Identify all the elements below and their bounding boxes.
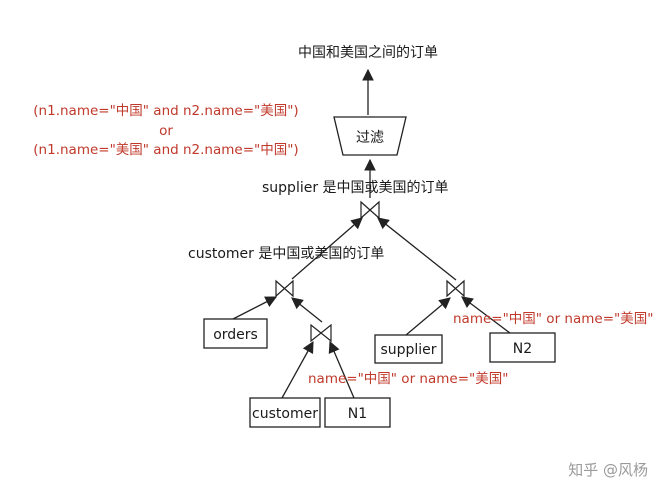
- customer-node: customer: [249, 397, 321, 428]
- supplier-node: supplier: [374, 334, 443, 364]
- supplier-node-label: supplier: [380, 342, 436, 358]
- watermark-text: 知乎 @风杨: [568, 461, 648, 479]
- filter-condition-line1: (n1.name="中国" and n2.name="美国"): [33, 103, 298, 119]
- filter-operator: 过滤: [333, 116, 407, 156]
- filter-operator-label: 过滤: [356, 130, 384, 146]
- join-icon-lower: [310, 323, 332, 343]
- customer-node-label: customer: [252, 406, 318, 422]
- edge-supplier-join-to-top: [377, 217, 457, 281]
- supplier-join-label: supplier 是中国或美国的订单: [262, 180, 449, 196]
- edge-n2-to-right-join: [461, 296, 511, 334]
- n1-condition: name="中国" or name="美国": [308, 371, 508, 387]
- join-icon-left: [275, 279, 294, 298]
- join-icon-top: [360, 200, 380, 220]
- filter-condition-or: or: [159, 123, 173, 139]
- result-label: 中国和美国之间的订单: [298, 45, 438, 61]
- filter-condition-line2: (n1.name="美国" and n2.name="中国"): [33, 142, 298, 158]
- customer-join-label: customer 是中国或美国的订单: [188, 246, 384, 262]
- n1-node-label: N1: [348, 406, 367, 422]
- edge-customer-join-to-top: [291, 217, 363, 280]
- edge-customer-to-lower-join: [281, 340, 314, 399]
- orders-node: orders: [203, 318, 268, 349]
- edge-orders-to-left-join: [232, 296, 278, 320]
- n1-node: N1: [324, 397, 391, 428]
- n2-node: N2: [489, 332, 556, 363]
- n2-node-label: N2: [513, 341, 532, 357]
- edge-lower-join-to-left-join: [291, 297, 323, 323]
- orders-node-label: orders: [213, 327, 258, 343]
- edge-n1-to-lower-join: [328, 340, 355, 399]
- join-icon-right: [446, 279, 465, 298]
- n2-condition: name="中国" or name="美国": [453, 311, 653, 327]
- edge-supplier-to-right-join: [405, 297, 451, 336]
